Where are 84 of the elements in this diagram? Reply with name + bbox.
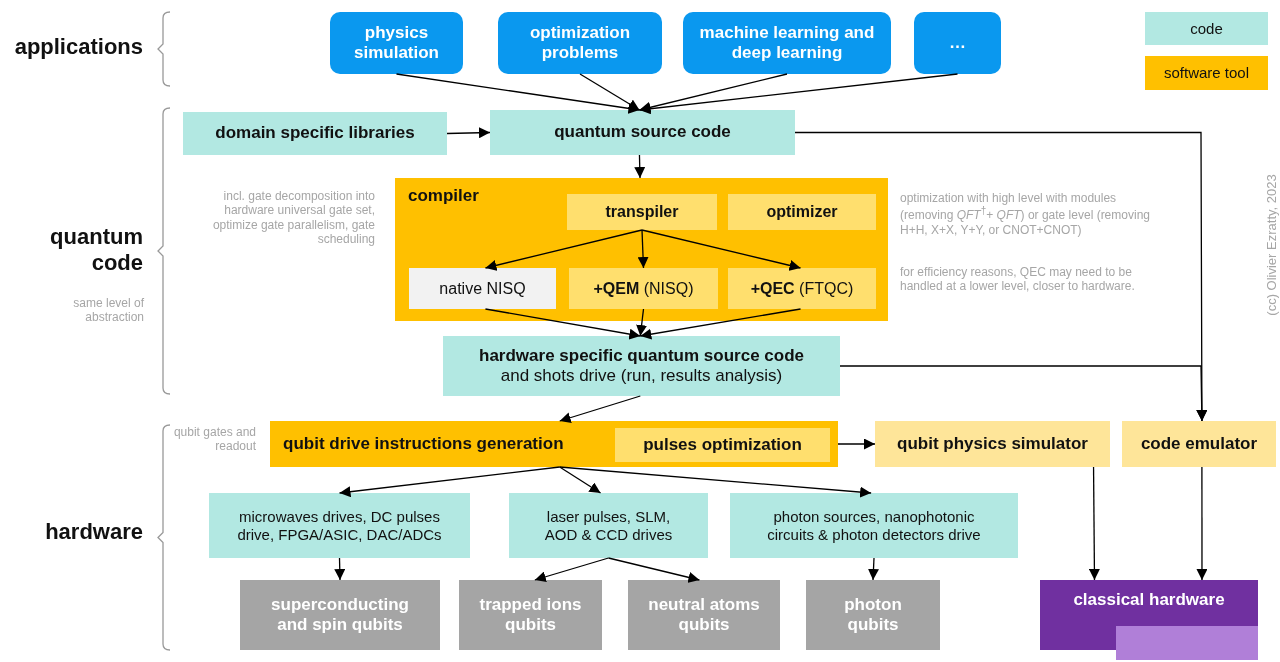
arrow (559, 466, 602, 494)
arrow (484, 229, 643, 271)
node-label: photon sources, nanophotonic circuits & photon detectors drive (766, 507, 982, 544)
code-box (443, 336, 840, 396)
output-box (409, 268, 556, 309)
credit-text: (cc) Olivier Ezratty, 2023 (1264, 174, 1280, 316)
node-label: qubit physics simulator (897, 433, 1088, 455)
code-box (730, 493, 1018, 558)
arrow (579, 73, 641, 111)
code-box (490, 110, 795, 155)
arrow (638, 73, 788, 113)
tool-box (567, 194, 717, 230)
node-label: quantum source code (554, 122, 731, 143)
code-box (209, 493, 470, 558)
arrow (638, 73, 959, 115)
section-title: quantum code (49, 224, 143, 277)
output-box (569, 268, 718, 309)
arrow (634, 154, 646, 179)
arrow (1196, 466, 1208, 581)
hardware-box (459, 580, 602, 650)
node-label: … (949, 32, 966, 54)
tool-panel (270, 421, 838, 467)
arrow (607, 557, 701, 583)
arrow (636, 308, 648, 337)
arrow (534, 557, 610, 583)
application-box (498, 12, 662, 74)
node-label: laser pulses, SLM, AOD & CCD drives (543, 507, 674, 544)
legend-label: software tool (1163, 64, 1249, 82)
arrow (559, 466, 872, 498)
tag-box (1116, 626, 1258, 660)
node-label: optimizer (766, 202, 838, 222)
note: qubit gates and readout (172, 425, 256, 454)
node-label: photon qubits (843, 594, 903, 636)
arrow (559, 395, 641, 423)
arrow (641, 229, 802, 271)
arrow (637, 229, 649, 269)
node-label: trapped ions qubits (478, 594, 583, 636)
section-title: applications (13, 34, 143, 61)
node-label: domain specific libraries (215, 123, 415, 144)
node-label: transpiler (605, 202, 679, 222)
node-label: neutral atoms qubits (647, 594, 761, 636)
tool-box (875, 421, 1110, 467)
section-title: hardware (44, 519, 143, 546)
tool-box (1122, 421, 1276, 467)
application-box (683, 12, 891, 74)
code-box (183, 112, 447, 155)
arrow (837, 438, 876, 450)
note: same level of abstraction (72, 296, 144, 325)
node-label: pulses optimization (643, 434, 802, 456)
node-label: superconducting and spin qubits (270, 594, 410, 636)
node-label: +QEC (FTQC) (750, 278, 854, 299)
tool-box (728, 194, 876, 230)
node-label: machine learning and deep learning (698, 22, 876, 64)
arrow (868, 557, 879, 581)
node-label: microwaves drives, DC pulses drive, FPGA/ASIC, DAC/ADCs (236, 507, 443, 544)
note: for efficiency reasons, QEC may need to be handled at a lower level, closer to hardware. (900, 265, 1136, 294)
arrow (334, 557, 346, 581)
node-label: optimization problems (528, 22, 632, 64)
tool-box (615, 428, 830, 462)
hardware-box (240, 580, 440, 650)
node-label: and shots drive (run, results analysis) (500, 366, 783, 387)
node-label: +QEM (NISQ) (593, 278, 694, 299)
compiler-panel (395, 178, 888, 321)
note: optimization with high level with modules (removing QFT$^{†}$+ QFT) or gate level (removing H+H, X+X, Y+Y, or CNOT+CNOT) (900, 191, 1151, 238)
node-label: qubit drive instructions generation (283, 433, 564, 455)
node-label: hardware specific quantum source code (479, 345, 804, 366)
application-box (330, 12, 463, 74)
note: incl. gate decomposition into hardware universal gate set, optimize gate parallelism, gate scheduling (211, 189, 375, 247)
code-box (509, 493, 708, 558)
node-label: physics simulation (353, 22, 440, 64)
arrow (1088, 466, 1100, 581)
node-label: classical hardware (1073, 590, 1225, 611)
node-label: native NISQ (439, 278, 526, 299)
output-box (728, 268, 876, 309)
arrow (446, 127, 491, 139)
legend-label: code (1190, 19, 1223, 38)
node-label: code emulator (1140, 433, 1258, 455)
application-box (914, 12, 1001, 74)
arrow (839, 365, 1208, 422)
hardware-box (806, 580, 940, 650)
arrow (338, 466, 561, 498)
arrow (395, 73, 641, 114)
hardware-box (628, 580, 780, 650)
node-label: compiler (408, 186, 479, 207)
